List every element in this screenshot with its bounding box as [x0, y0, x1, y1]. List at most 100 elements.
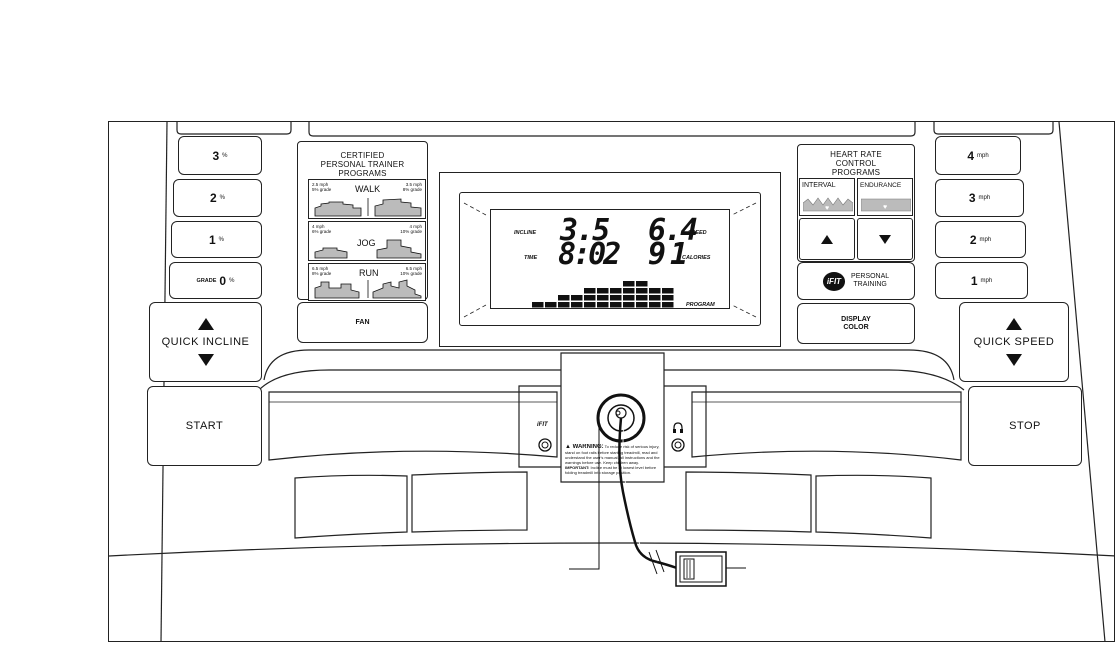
profile-segment: [584, 302, 596, 308]
arrow-down-icon: [197, 354, 214, 366]
heart-rate-title-line: PROGRAMS: [831, 168, 881, 177]
speed-key-value: 2: [969, 232, 977, 247]
start-label: START: [185, 420, 224, 432]
stop-label: STOP: [1009, 420, 1041, 432]
profile-segment: [662, 295, 674, 301]
ifit-logo: iFIT: [822, 271, 846, 291]
trainer-title: CERTIFIED PERSONAL TRAINER PROGRAMS: [298, 151, 427, 178]
warning-body: To reduce risk of serious injury, stand …: [565, 444, 660, 465]
speed-key-value: 1: [970, 273, 978, 288]
profile-segment: [597, 302, 609, 308]
display-color-button[interactable]: DISPLAY COLOR: [797, 303, 915, 344]
fan-label: FAN: [355, 319, 370, 326]
program-label: PROGRAM: [686, 302, 715, 308]
jog-label: JOG: [357, 238, 376, 248]
profile-segment: [584, 295, 596, 301]
speed-key-unit: mph: [979, 236, 992, 243]
walk-label: WALK: [355, 184, 381, 194]
arrow-up-icon: [821, 234, 833, 244]
incline-1-button[interactable]: 1%: [171, 221, 262, 258]
profile-segment: [662, 302, 674, 308]
heart-rate-down-button[interactable]: [857, 218, 913, 260]
incline-key-unit: %: [219, 195, 226, 201]
quick-speed-button[interactable]: QUICK SPEED: [959, 302, 1069, 382]
calories-readout: 91: [648, 237, 693, 272]
start-button[interactable]: START: [147, 386, 262, 466]
arrow-down-icon: [879, 234, 891, 244]
warning-important-body: Incline must be at lowest level before f…: [565, 465, 657, 475]
profile-segment: [571, 302, 583, 308]
jog-right-spec: 4 mph 10% grade: [400, 224, 422, 234]
display-color-line: COLOR: [843, 323, 869, 331]
jog-profile-icon: [314, 239, 422, 259]
walk-program-button[interactable]: 2.5 mph 5% grade 3.5 mph 8% grade WALK: [308, 179, 426, 219]
quick-incline-label: QUICK INCLINE: [161, 336, 250, 348]
walk-right-spec: 3.5 mph 8% grade: [402, 182, 422, 192]
speed-key-unit: mph: [978, 195, 991, 201]
profile-segment: [558, 295, 570, 301]
display-corner-ticks: [463, 202, 757, 318]
profile-segment: [662, 288, 674, 294]
walk-left-spec: 2.5 mph 5% grade: [312, 182, 332, 192]
heart-rate-title-line: HEART RATE: [830, 150, 882, 159]
incline-key-value: 3: [212, 148, 220, 163]
run-right-spec: 6.5 mph 10% grade: [400, 266, 422, 276]
heart-rate-up-button[interactable]: [799, 218, 855, 260]
profile-segment: [649, 302, 661, 308]
profile-segment: [532, 302, 544, 308]
incline-key-value: 2: [209, 191, 217, 205]
trainer-title-line: PROGRAMS: [338, 169, 387, 178]
interval-profile-icon: ♥: [803, 197, 853, 212]
jog-program-button[interactable]: 4 mph 6% grade 4 mph 10% grade JOG: [308, 221, 426, 261]
fan-button[interactable]: FAN: [297, 302, 428, 343]
profile-segment: [610, 288, 622, 294]
speed-key-unit: mph: [977, 152, 989, 159]
ifit-label-line: TRAINING: [853, 281, 887, 288]
endurance-program-button[interactable]: ENDURANCE ♥: [857, 178, 913, 216]
profile-segment: [649, 288, 661, 294]
heart-icon: ♥: [825, 205, 829, 212]
ifit-personal-training-button[interactable]: iFIT PERSONAL TRAINING: [797, 262, 915, 300]
quick-speed-label: QUICK SPEED: [973, 336, 1055, 348]
incline-3-button[interactable]: 3%: [178, 136, 262, 175]
run-left-spec: 6.5 mph 8% grade: [312, 266, 332, 276]
quick-incline-button[interactable]: QUICK INCLINE: [149, 302, 262, 382]
profile-segment: [610, 302, 622, 308]
heart-rate-title-line: CONTROL: [835, 159, 877, 168]
profile-segment: [571, 295, 583, 301]
speed-readout: 6.4: [648, 213, 698, 248]
arrow-down-icon: [1006, 354, 1022, 366]
profile-segment: [636, 281, 648, 287]
ifit-label-line: PERSONAL: [851, 273, 890, 280]
profile-segment: [649, 295, 661, 301]
profile-segment: [636, 295, 648, 301]
display-color-line: DISPLAY: [841, 315, 871, 323]
run-profile-icon: [314, 279, 422, 299]
run-program-button[interactable]: 6.5 mph 8% grade 6.5 mph 10% grade RUN: [308, 263, 426, 301]
incline-2-button[interactable]: 2%: [173, 179, 262, 217]
console-outline: [109, 122, 1114, 641]
time-label: TIME: [524, 255, 538, 261]
incline-key-value: 1: [208, 232, 216, 247]
incline-key-unit: %: [222, 152, 228, 159]
stop-button[interactable]: STOP: [968, 386, 1082, 466]
speed-label: SPEED: [688, 230, 707, 236]
interval-label: INTERVAL: [802, 182, 836, 189]
interval-program-button[interactable]: INTERVAL ♥: [799, 178, 855, 216]
heart-icon: ♥: [883, 204, 887, 211]
profile-segment: [623, 295, 635, 301]
walk-profile-icon: [314, 198, 422, 217]
incline-key-unit: %: [218, 236, 225, 243]
profile-segment: [558, 302, 570, 308]
warning-label: ▲ WARNING: To reduce risk of serious inj…: [565, 444, 660, 475]
arrow-up-icon: [197, 318, 214, 330]
profile-segment: [597, 288, 609, 294]
incline-label: INCLINE: [514, 230, 536, 236]
profile-segment: [610, 295, 622, 301]
program-profile-bars: [532, 281, 674, 308]
